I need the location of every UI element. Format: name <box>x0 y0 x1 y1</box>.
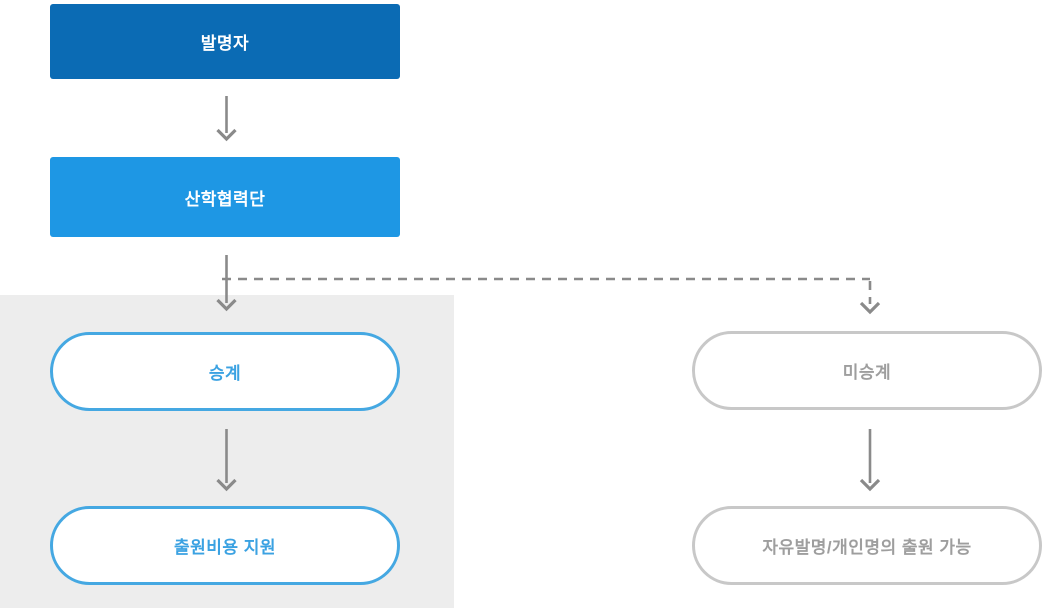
node-free-invention-label: 자유발명/개인명의 출원 가능 <box>762 538 972 557</box>
node-non-succession-label: 미승계 <box>842 363 892 382</box>
arrow-inventor-to-foundation <box>216 96 237 142</box>
node-succession-label: 승계 <box>208 364 242 383</box>
arrow-foundation-to-succession <box>216 255 237 312</box>
node-foundation: 산학협력단 <box>50 157 400 237</box>
dashed-connector-foundation-to-non-succession <box>222 277 881 315</box>
arrow-succession-to-cost-support <box>216 429 237 492</box>
node-cost-support-label: 출원비용 지원 <box>173 538 277 557</box>
node-non-succession: 미승계 <box>692 331 1042 410</box>
node-inventor: 발명자 <box>50 4 400 79</box>
node-foundation-label: 산학협력단 <box>184 189 266 209</box>
arrow-non-succession-to-free-invention <box>859 429 881 492</box>
node-free-invention: 자유발명/개인명의 출원 가능 <box>692 506 1042 585</box>
node-succession: 승계 <box>50 332 400 411</box>
node-cost-support: 출원비용 지원 <box>50 506 400 585</box>
node-inventor-label: 발명자 <box>200 34 250 53</box>
